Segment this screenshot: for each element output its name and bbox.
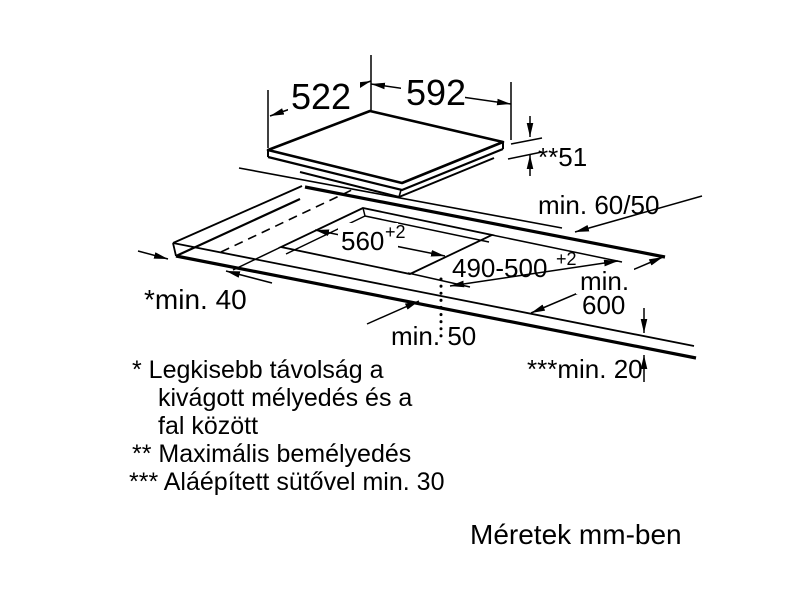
units-note: Méretek mm-ben: [470, 519, 682, 550]
label-mask-592: [401, 72, 465, 106]
dim-back-clearance: min. 60/50: [538, 190, 703, 233]
ext-line-51-bottom: [507, 151, 543, 160]
worktop-left-edge-top: [172, 185, 303, 244]
dim-side-clearance: *min. 40: [137, 246, 282, 315]
legend-line-2: kivágott mélyedés és a: [158, 384, 412, 412]
hob-drawing: [266, 109, 505, 199]
legend-line-3: fal között: [158, 412, 258, 440]
dim-front-clearance: min. 50: [366, 277, 476, 351]
legend-line-4: ** Maximális bemélyedés: [132, 440, 411, 468]
dim-label-back-clearance: min. 60/50: [538, 190, 659, 220]
worktop-front-edge-bottom: [175, 254, 697, 360]
hob-dimensions: 522 592 **51: [267, 55, 587, 176]
worktop-front-left-corner: [172, 242, 177, 257]
hob-frame-bottom-edge: [299, 157, 495, 199]
legend-line-1: * Legkisebb távolság a: [132, 356, 384, 384]
dim-cutout-width: 560 +2: [314, 222, 446, 257]
label-mask-600a: [576, 268, 634, 294]
leader-min-60-50: [574, 195, 703, 233]
wall-base-line: [238, 167, 563, 229]
dim-label-cutout-width: 560: [341, 226, 384, 256]
dim-label-hob-depth: 522: [291, 76, 351, 117]
worktop-back-edge: [304, 185, 666, 259]
dim-label-worktop-depth-word: min.: [580, 266, 629, 296]
cutout-back-inner-edge: [364, 215, 490, 243]
leader-min40-right: [225, 270, 273, 284]
ext-line-cutout-left: [232, 246, 282, 271]
label-mask-600b: [578, 293, 628, 318]
dim-worktop-depth: min. 600: [530, 256, 664, 320]
dim-label-front-clearance: min. 50: [391, 321, 476, 351]
dim-label-cutout-depth-tolerance: +2: [556, 249, 577, 269]
dim-label-worktop-depth-value: 600: [582, 290, 625, 320]
worktop-left-edge-bottom: [175, 198, 301, 257]
dim-under-clearance: ***min. 20: [527, 308, 648, 384]
legend-line-5: *** Aláépített sütővel min. 30: [129, 468, 444, 496]
label-mask-522: [288, 80, 360, 112]
dim-label-under-clearance: ***min. 20: [527, 354, 643, 384]
wall-dashed-line: [220, 187, 357, 253]
legend: * Legkisebb távolság a kivágott mélyedés…: [129, 356, 444, 496]
ext-line-51-top: [510, 137, 543, 145]
leader-min40-left: [137, 250, 169, 260]
leader-min50: [366, 300, 420, 325]
worktop-front-edge-top: [172, 242, 695, 347]
cutout-corner-tick: [362, 207, 366, 217]
label-mask-560: [338, 223, 398, 253]
wall-lines: [220, 167, 563, 253]
dim-label-build-in-depth: **51: [538, 142, 587, 172]
dim-label-cutout-depth: 490-500: [452, 253, 547, 283]
dim-label-side-clearance: *min. 40: [144, 284, 247, 315]
hob-glass-bottom-edge: [267, 147, 504, 192]
dim-label-hob-width: 592: [406, 72, 466, 113]
dim-label-cutout-width-tolerance: +2: [385, 222, 406, 242]
